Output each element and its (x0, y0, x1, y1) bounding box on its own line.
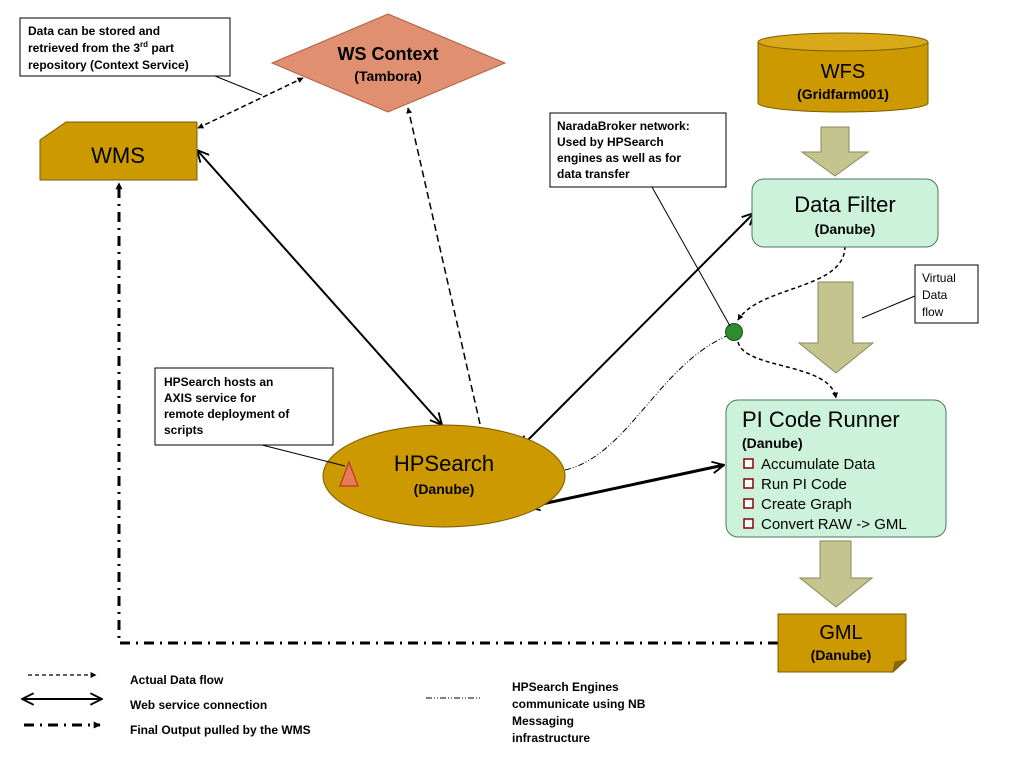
hpsearch-host: (Danube) (414, 481, 475, 497)
callout-line: HPSearch hosts an (164, 375, 273, 389)
callout-line: retrieved from the 3rd part (28, 40, 174, 55)
ws-context-host: (Tambora) (354, 68, 421, 84)
pi-step-label: Create Graph (761, 496, 852, 513)
wms-label: WMS (91, 143, 145, 168)
legend-item-final-output: Final Output pulled by the WMS (24, 721, 311, 737)
pi-step-label: Run PI Code (761, 476, 847, 493)
wfs-node[interactable]: WFS (Gridfarm001) (757, 32, 929, 113)
list-item: Run PI Code (743, 476, 847, 493)
checkbox-bullet-icon (743, 458, 754, 469)
wms-node[interactable]: WMS (39, 121, 198, 181)
callout-line: Data can be stored and (28, 24, 160, 38)
hpsearch-node[interactable]: HPSearch (Danube) (322, 424, 566, 528)
callout-line: remote deployment of (164, 407, 290, 421)
callout-text-part: retrieved from the 3 (28, 41, 140, 55)
axis-service-triangle-icon (339, 460, 359, 487)
callout-line: Data (922, 288, 948, 302)
callout-text-part: part (148, 41, 174, 55)
wms-context-data-flow (197, 77, 304, 129)
callout-line: AXIS service for (164, 391, 256, 405)
wfs-host: (Gridfarm001) (797, 86, 889, 102)
pi-code-runner-title: PI Code Runner (742, 407, 900, 432)
callout-line: flow (922, 305, 944, 319)
legend-label: Web service connection (130, 698, 267, 712)
runner-to-gml-arrow (798, 540, 874, 608)
data-filter-node[interactable]: Data Filter (Danube) (751, 178, 939, 248)
virtual-flow-filter-to-node (737, 245, 846, 321)
callout-pointer (214, 75, 263, 96)
ws-context-node[interactable]: WS Context (Tambora) (270, 13, 507, 113)
virtual-flow-node-to-runner (737, 341, 839, 399)
callout-line: data transfer (557, 167, 630, 181)
hpsearch-datafilter-connection (520, 213, 754, 448)
callout-line: scripts (164, 423, 204, 437)
context-service-callout: Data can be stored and retrieved from th… (19, 17, 263, 96)
legend-item-web-service-connection: Web service connection (22, 698, 267, 712)
checkbox-bullet-icon (743, 498, 754, 509)
legend-item-hpsearch-engines: HPSearch Engines communicate using NB Me… (426, 680, 646, 745)
axis-service-callout: HPSearch hosts an AXIS service for remot… (154, 367, 346, 467)
wfs-to-filter-arrow (800, 126, 870, 177)
callout-line: Virtual (922, 271, 956, 285)
gml-title: GML (819, 622, 862, 644)
callout-line: engines as well as for (557, 151, 681, 165)
pi-step-label: Accumulate Data (761, 456, 876, 473)
legend-label: communicate using NB (512, 697, 646, 711)
pi-step-list: Accumulate Data Run PI Code Create Graph… (743, 456, 907, 533)
hpsearch-picoderunner-connection (528, 465, 724, 507)
callout-pointer (651, 186, 731, 327)
filter-to-runner-arrow (797, 281, 875, 374)
callout-line: Used by HPSearch (557, 135, 664, 149)
callout-pointer (261, 444, 346, 467)
list-item: Accumulate Data (743, 456, 876, 473)
legend-label: HPSearch Engines (512, 680, 619, 694)
callout-superscript: rd (140, 40, 148, 49)
hpsearch-context-data-flow (406, 107, 481, 425)
data-filter-title: Data Filter (794, 192, 895, 217)
list-item: Create Graph (743, 496, 852, 513)
legend: Actual Data flow Web service connection … (22, 672, 646, 745)
wms-hpsearch-connection (197, 150, 442, 425)
naradabroker-callout: NaradaBroker network: Used by HPSearch e… (549, 112, 731, 327)
hpsearch-title: HPSearch (394, 451, 494, 476)
nb-messaging-connector (564, 332, 735, 471)
checkbox-bullet-icon (743, 478, 754, 489)
legend-label: infrastructure (512, 731, 590, 745)
wfs-title: WFS (821, 61, 865, 83)
pi-code-runner-host: (Danube) (742, 435, 803, 451)
legend-label: Final Output pulled by the WMS (130, 723, 311, 737)
data-filter-host: (Danube) (815, 221, 876, 237)
ws-context-title: WS Context (338, 44, 439, 64)
legend-item-actual-data-flow: Actual Data flow (28, 672, 224, 687)
naradabroker-node-icon[interactable] (725, 323, 743, 341)
pi-step-label: Convert RAW -> GML (761, 516, 907, 533)
virtual-flow-callout: Virtual Data flow (861, 264, 979, 324)
callout-line: repository (Context Service) (28, 58, 189, 72)
gml-host: (Danube) (811, 647, 872, 663)
list-item: Convert RAW -> GML (743, 516, 907, 533)
final-output-connector (115, 182, 778, 645)
legend-label: Messaging (512, 714, 574, 728)
checkbox-bullet-icon (743, 518, 754, 529)
callout-pointer (861, 295, 916, 319)
legend-label: Actual Data flow (130, 673, 224, 687)
gml-node[interactable]: GML (Danube) (777, 613, 908, 674)
pi-code-runner-node[interactable]: PI Code Runner (Danube) Accumulate Data … (725, 399, 947, 538)
callout-line: NaradaBroker network: (557, 119, 690, 133)
